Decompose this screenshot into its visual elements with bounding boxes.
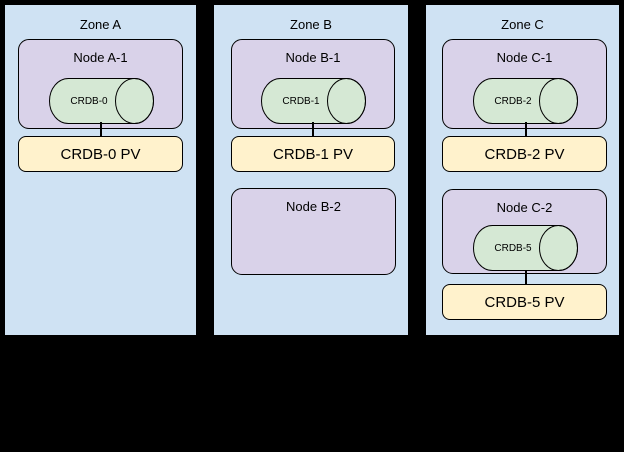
database-cylinder-icon xyxy=(473,225,578,271)
crdb-2-pv: CRDB-2 PV xyxy=(442,136,607,172)
crdb-0-pod: CRDB-0 xyxy=(49,78,154,124)
node-c-1-label: Node C-1 xyxy=(496,50,553,65)
crdb-5-label: CRDB-5 xyxy=(494,242,532,254)
crdb-1-label: CRDB-1 xyxy=(282,95,320,107)
node-c-1: Node C-1 CRDB-2 xyxy=(442,39,607,129)
connector-crdb0-to-pv xyxy=(100,122,102,137)
node-b-2-label: Node B-2 xyxy=(286,199,341,214)
zone-c: Zone C Node C-1 CRDB-2 CRDB-2 PV Node C-… xyxy=(425,4,620,336)
crdb-0-pv: CRDB-0 PV xyxy=(18,136,183,172)
node-c-2-label: Node C-2 xyxy=(496,200,553,215)
node-c-2: Node C-2 CRDB-5 xyxy=(442,189,607,274)
node-a-1: Node A-1 CRDB-0 xyxy=(18,39,183,129)
crdb-1-pod: CRDB-1 xyxy=(261,78,366,124)
crdb-2-pv-label: CRDB-2 PV xyxy=(484,145,565,163)
crdb-5-pod: CRDB-5 xyxy=(473,225,578,271)
node-b-1: Node B-1 CRDB-1 xyxy=(231,39,395,129)
connector-crdb2-to-pv xyxy=(525,122,527,137)
node-b-1-label: Node B-1 xyxy=(285,50,341,65)
crdb-2-pod: CRDB-2 xyxy=(473,78,578,124)
database-cylinder-icon xyxy=(473,78,578,124)
zone-b-label: Zone B xyxy=(290,17,332,32)
crdb-5-pv-label: CRDB-5 PV xyxy=(484,293,565,311)
crdb-0-pv-label: CRDB-0 PV xyxy=(60,145,141,163)
crdb-1-pv-label: CRDB-1 PV xyxy=(272,145,354,163)
node-b-2: Node B-2 xyxy=(231,188,396,275)
zone-a: Zone A Node A-1 CRDB-0 CRDB-0 PV xyxy=(4,4,197,336)
zone-a-label: Zone A xyxy=(79,17,122,32)
crdb-5-pv: CRDB-5 PV xyxy=(442,284,607,320)
node-a-1-label: Node A-1 xyxy=(73,50,128,65)
database-cylinder-icon xyxy=(261,78,366,124)
crdb-0-label: CRDB-0 xyxy=(70,95,108,107)
zone-b: Zone B Node B-1 CRDB-1 CRDB-1 PV Node B-… xyxy=(213,4,409,336)
database-cylinder-icon xyxy=(49,78,154,124)
zone-c-label: Zone C xyxy=(501,17,544,32)
connector-crdb1-to-pv xyxy=(312,122,314,137)
crdb-2-label: CRDB-2 xyxy=(494,95,532,107)
connector-crdb5-to-pv xyxy=(525,270,527,285)
crdb-1-pv: CRDB-1 PV xyxy=(231,136,395,172)
